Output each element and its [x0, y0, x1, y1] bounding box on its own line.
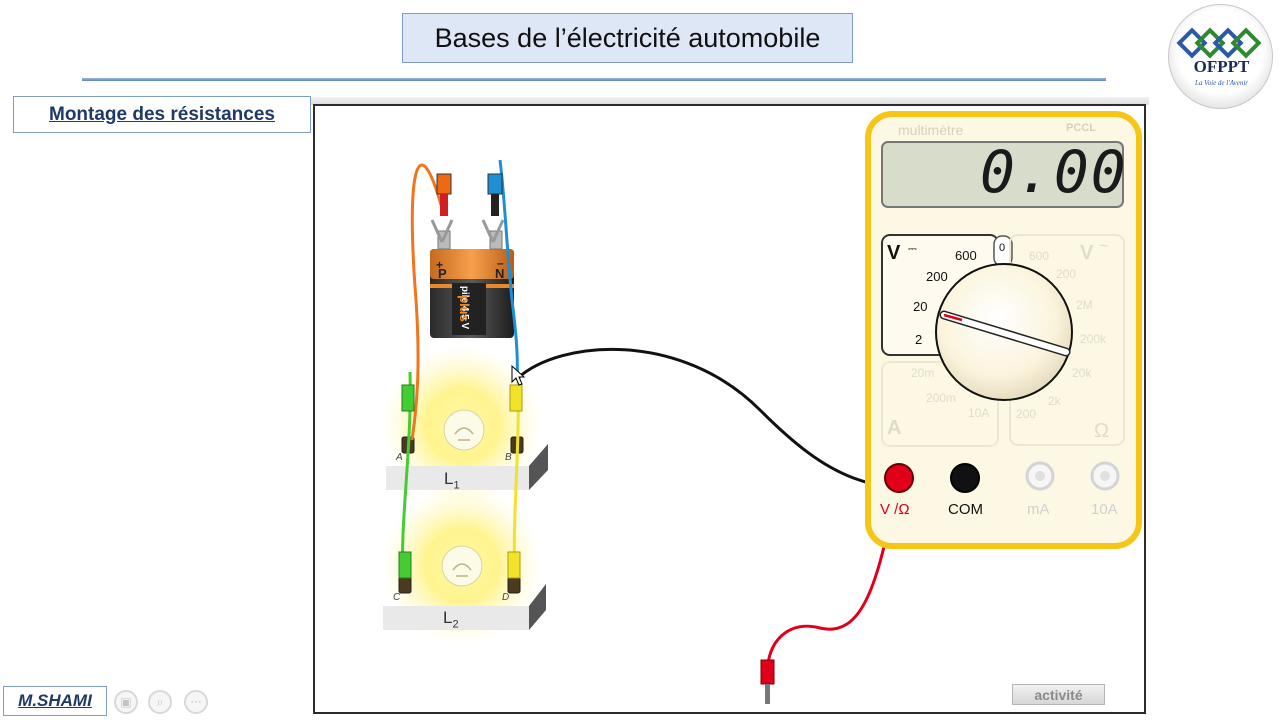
slides-icon[interactable]: ▣: [114, 690, 138, 714]
mouse-cursor-icon: [511, 364, 526, 386]
ohm-scale-200: 200: [1016, 407, 1037, 421]
ofppt-logo: OFPPT La Voie de l'Avenir: [1168, 4, 1273, 109]
socket-ma: [1025, 461, 1055, 491]
socket-ma-label: mA: [1027, 501, 1050, 518]
lcd-display: [881, 141, 1124, 208]
lamp-holder-l2: [383, 584, 546, 630]
battery-plus: +: [436, 258, 444, 272]
lamp-l1-name: L: [444, 469, 454, 488]
dc-scale-600: 600: [955, 248, 977, 263]
lamp-l2-name: L: [443, 608, 453, 627]
clip-yellow-b[interactable]: [509, 384, 523, 412]
ohm-label: Ω: [1094, 420, 1109, 442]
dc-scale-2: 2: [915, 332, 923, 347]
battery-p: P: [438, 266, 447, 281]
wire-orange[interactable]: [410, 163, 443, 441]
socket-v-ohm-label: V /Ω: [880, 501, 910, 518]
socket-com-label: COM: [948, 501, 983, 518]
lamp-holder-l1: [386, 444, 548, 490]
battery[interactable]: [430, 230, 514, 338]
logo-wordmark: OFPPT: [1193, 57, 1250, 76]
terminal-c-label: C: [393, 592, 401, 603]
more-options-icon[interactable]: ···: [184, 690, 208, 714]
clip-black[interactable]: [481, 173, 505, 243]
multimeter[interactable]: [865, 111, 1142, 549]
v-ac-label: V: [1080, 242, 1094, 264]
clip-green-c[interactable]: [398, 551, 412, 579]
zoom-icon[interactable]: ⌕: [148, 690, 172, 714]
ohm-scale-20k: 20k: [1072, 366, 1092, 380]
clip-yellow-d[interactable]: [507, 551, 521, 579]
ofppt-emblem-icon: [1176, 27, 1262, 59]
a-scale-10a: 10A: [968, 406, 990, 420]
a-scale-200m: 200m: [926, 391, 957, 405]
circuit-diagram[interactable]: [313, 104, 1146, 714]
multimeter-title: multimètre: [898, 122, 964, 138]
clip-green-a[interactable]: [401, 384, 415, 412]
lamp-l1-sub: 1: [453, 479, 460, 492]
a-label: A: [887, 417, 902, 439]
terminal-a-label: A: [396, 452, 403, 463]
simulation-top-shadow: [311, 97, 1149, 105]
battery-brand: plus: [456, 295, 472, 322]
clip-red[interactable]: [430, 173, 454, 243]
socket-com[interactable]: [950, 463, 980, 493]
ohm-scale-200k: 200k: [1080, 332, 1107, 346]
terminal-b-label: B: [505, 452, 512, 463]
section-title: Montage des résistances: [13, 96, 311, 133]
battery-n: N: [495, 266, 505, 281]
author-label: M.SHAMI: [3, 686, 107, 716]
ohm-scale-2m: 2M: [1076, 298, 1093, 312]
ac-scale-600: 600: [1029, 249, 1050, 263]
ac-symbol-icon: ~: [1099, 238, 1109, 255]
wire-blue[interactable]: [498, 159, 519, 381]
socket-10a: [1090, 461, 1120, 491]
page-title: Bases de l’électricité automobile: [402, 13, 853, 63]
title-divider: [82, 78, 1106, 81]
dc-scale-20: 20: [913, 299, 928, 314]
dc-symbol-icon: ⎓: [908, 243, 917, 255]
lamp-l2-label: L2: [443, 608, 459, 630]
a-scale-20m: 20m: [911, 366, 935, 380]
bulb-l1[interactable]: [443, 409, 485, 451]
terminal-d-label: D: [502, 592, 510, 603]
multimeter-brand: PCCL: [1066, 122, 1096, 134]
socket-v-ohm[interactable]: [884, 463, 914, 493]
logo-slogan: La Voie de l'Avenir: [1194, 79, 1249, 87]
red-probe[interactable]: [760, 659, 775, 704]
activity-button[interactable]: activité: [1012, 684, 1105, 705]
off-label: 0: [999, 242, 1006, 254]
socket-10a-label: 10A: [1091, 501, 1118, 518]
ohm-scale-2k: 2k: [1048, 394, 1061, 408]
v-dc-label: V: [887, 242, 901, 264]
dc-scale-200: 200: [926, 269, 948, 284]
ac-scale-200: 200: [1056, 267, 1077, 281]
battery-minus: –: [497, 256, 504, 270]
lcd-reading: 0.00: [980, 138, 1128, 206]
lamp-l1-label: L1: [444, 469, 460, 491]
bulb-l2[interactable]: [441, 545, 483, 587]
lamp-l2-sub: 2: [452, 618, 459, 631]
